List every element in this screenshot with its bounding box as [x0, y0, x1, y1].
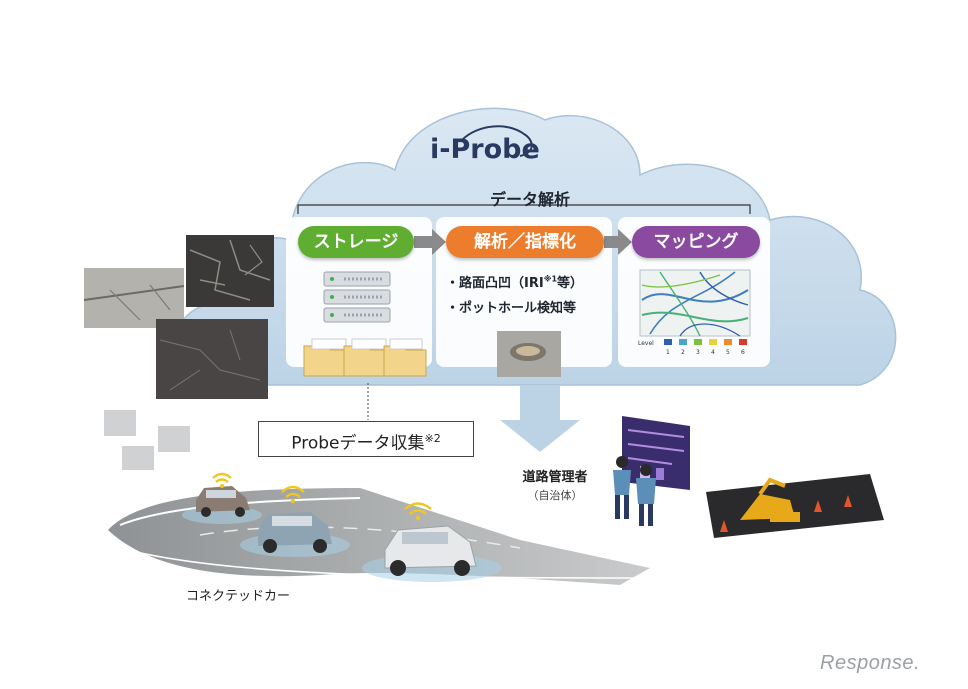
connected-car-label: コネクテッドカー [186, 589, 291, 604]
connected-car-3 [362, 525, 502, 582]
legend-level-6: 6 [741, 349, 745, 356]
legend-level-1: 1 [666, 349, 670, 356]
legend-level-3: 3 [696, 349, 700, 356]
storage-step: ストレージ [298, 226, 414, 258]
i-probe-logo: i-Probe [430, 134, 540, 165]
folder-icons [303, 338, 427, 377]
wifi-icon [281, 485, 305, 504]
grey-block [122, 446, 154, 470]
cracked-asphalt-photo-3 [156, 319, 268, 399]
legend-swatch-2 [679, 339, 687, 345]
map-legend: Level [638, 340, 654, 347]
response-watermark: Response. [820, 652, 921, 674]
mapping-step: マッピング [632, 226, 760, 258]
administrator-person-1 [613, 456, 631, 519]
server-icon [323, 271, 391, 323]
analysis-item-pothole: ・ポットホール検知等 [446, 301, 577, 316]
arrow-analysis-to-mapping [604, 229, 632, 255]
analysis-step: 解析／指標化 [446, 226, 604, 258]
legend-level-2: 2 [681, 349, 685, 356]
road-administrator-sublabel: （自治体） [527, 489, 583, 502]
analysis-section-title: データ解析 [489, 190, 570, 209]
legend-swatch-1 [664, 339, 672, 345]
cracked-asphalt-photo-2 [186, 235, 274, 307]
map-legend-title: Level [638, 340, 654, 347]
legend-swatch-4 [709, 339, 717, 345]
connected-car-2 [240, 512, 350, 557]
administrator-person-2 [636, 464, 656, 526]
grey-block [158, 426, 190, 452]
legend-level-5: 5 [726, 349, 730, 356]
legend-swatch-5 [724, 339, 732, 345]
map-legend-swatches [664, 339, 747, 345]
legend-swatch-3 [694, 339, 702, 345]
wifi-icon [404, 502, 432, 521]
monitor-display [622, 416, 690, 490]
road-map-image [639, 269, 751, 337]
legend-level-4: 4 [711, 349, 715, 356]
analysis-step-label: 解析／指標化 [474, 232, 576, 252]
wifi-icon [212, 472, 232, 488]
grey-block [104, 410, 136, 436]
section-bracket [297, 204, 751, 214]
legend-swatch-6 [739, 339, 747, 345]
analysis-item-iri: ・路面凸凹（IRI※1等） [446, 274, 584, 291]
road-administrator-label: 道路管理者 [522, 470, 588, 485]
probe-data-collection-label: Probeデータ収集※2 [258, 421, 474, 457]
mapping-step-label: マッピング [653, 232, 739, 252]
down-arrow [500, 385, 580, 452]
storage-step-label: ストレージ [313, 232, 399, 252]
connected-car-1 [182, 486, 262, 524]
road-construction-photo [706, 474, 884, 538]
pothole-photo [497, 331, 561, 377]
cracked-asphalt-photo-1 [83, 268, 185, 328]
arrow-storage-to-analysis [414, 229, 446, 255]
logo-car-arc [461, 125, 533, 157]
